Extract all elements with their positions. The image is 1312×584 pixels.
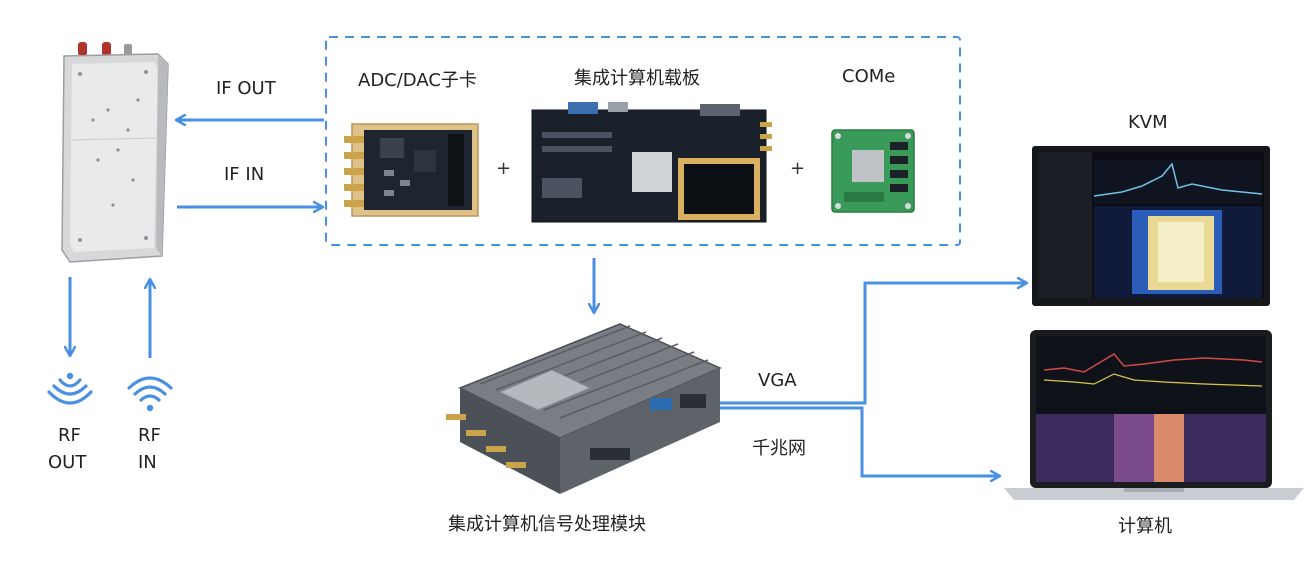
vga-label: VGA	[758, 370, 797, 391]
signal-processing-module-image	[440, 318, 730, 502]
wireless-in-icon	[126, 374, 174, 414]
if-in-label: IF IN	[224, 164, 264, 185]
adc-dac-card-image	[344, 120, 484, 220]
plus-sign-2: +	[790, 158, 805, 179]
vga-link-arrow	[697, 283, 1026, 403]
plus-sign-1: +	[496, 158, 511, 179]
adc-dac-card-label: ADC/DAC子卡	[358, 66, 477, 92]
rf-transceiver-unit	[58, 40, 170, 266]
gigabit-label: 千兆网	[752, 434, 806, 460]
rf-out-label-line1: RF	[58, 425, 81, 446]
come-module-image	[830, 128, 916, 214]
carrier-board-image	[528, 102, 774, 226]
rf-out-label-line2: OUT	[48, 452, 86, 473]
come-label: COMe	[842, 66, 895, 87]
kvm-monitor	[1032, 146, 1270, 306]
rf-in-label-line2: IN	[138, 452, 157, 473]
wireless-out-icon	[46, 372, 94, 412]
computer-label: 计算机	[1118, 512, 1172, 538]
kvm-label: KVM	[1128, 112, 1168, 133]
module-label: 集成计算机信号处理模块	[448, 510, 646, 536]
computer-laptop	[1004, 330, 1304, 502]
if-out-label: IF OUT	[216, 78, 276, 99]
carrier-board-label: 集成计算机载板	[574, 64, 700, 90]
gigabit-link-arrow	[697, 408, 999, 476]
rf-in-label-line1: RF	[138, 425, 161, 446]
